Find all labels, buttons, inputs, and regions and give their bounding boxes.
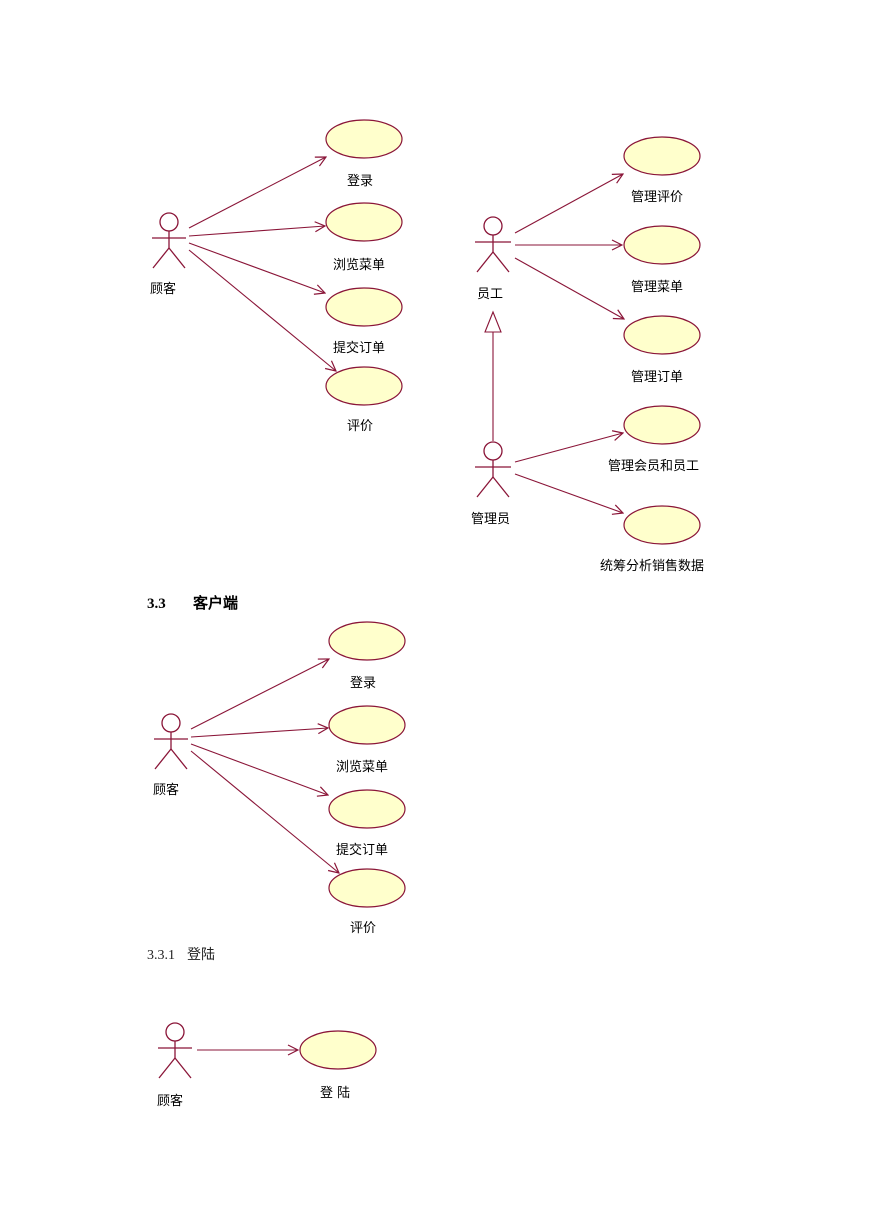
usecase-label-login-detail: 登 陆	[320, 1085, 350, 1101]
usecase-submit-order	[325, 287, 403, 327]
actor-label-admin: 管理员	[471, 512, 510, 527]
usecase-review	[325, 366, 403, 406]
actor-leg-right	[168, 247, 186, 269]
usecase-label-client-browse-menu: 浏览菜单	[336, 759, 388, 775]
actor-leg-left	[476, 251, 494, 273]
usecase-label-client-submit-order: 提交订单	[336, 842, 388, 858]
usecase-login	[325, 119, 403, 159]
actor-leg-right	[174, 1057, 192, 1079]
actor-label-staff: 员工	[477, 287, 503, 302]
association-admin-sales	[514, 473, 623, 513]
usecase-manage-menu	[623, 225, 701, 265]
usecase-manage-members-staff	[623, 405, 701, 445]
usecase-label-manage-menu: 管理菜单	[631, 280, 683, 295]
actor-leg-right	[170, 748, 188, 770]
actor-customer	[152, 212, 186, 269]
generalization-arrowhead	[484, 310, 502, 333]
usecase-label-login: 登录	[347, 174, 373, 189]
association-customer-order	[188, 242, 325, 293]
actor-label-customer-client: 顾客	[153, 782, 179, 798]
association-client-order	[190, 743, 328, 795]
usecase-label-review: 评价	[347, 419, 373, 434]
usecase-client-submit-order	[328, 789, 406, 829]
actor-head	[483, 216, 503, 236]
association-customer-login	[188, 157, 326, 229]
actor-label-customer-login: 顾客	[157, 1093, 183, 1109]
section-title: 客户端	[193, 596, 239, 612]
actor-leg-left	[154, 748, 172, 770]
usecase-manage-orders	[623, 315, 701, 355]
actor-label-customer: 顾客	[150, 281, 176, 297]
actor-head	[483, 441, 503, 461]
usecase-label-client-login: 登录	[350, 676, 376, 691]
association-client-review	[190, 750, 339, 873]
usecase-sales-analysis	[623, 505, 701, 545]
actor-leg-left	[152, 247, 170, 269]
actor-head	[165, 1022, 185, 1042]
subsection-title: 登陆	[187, 948, 215, 963]
actor-leg-right	[492, 476, 510, 498]
actor-head	[161, 713, 181, 733]
association-customer-review	[188, 249, 336, 371]
usecase-label-manage-orders: 管理订单	[631, 370, 683, 385]
subsection-heading: 3.3.1 登陆	[147, 944, 215, 964]
usecase-label-client-review: 评价	[350, 921, 376, 936]
association-client-login	[190, 659, 329, 730]
usecase-label-browse-menu: 浏览菜单	[333, 257, 385, 273]
actor-staff	[475, 216, 511, 273]
usecase-label-submit-order: 提交订单	[333, 340, 385, 356]
association-client-browse	[190, 728, 328, 738]
association-staff-orders	[514, 257, 624, 319]
usecase-label-sales-analysis: 统筹分析销售数据	[600, 558, 704, 574]
section-heading: 3.3 客户端	[147, 592, 238, 613]
usecase-label-manage-reviews: 管理评价	[631, 190, 683, 205]
usecase-browse-menu	[325, 202, 403, 242]
usecase-manage-reviews	[623, 136, 701, 176]
usecase-client-browse-menu	[328, 705, 406, 745]
actor-customer-login	[158, 1022, 192, 1079]
usecase-label-manage-members-staff: 管理会员和员工	[608, 459, 699, 474]
association-admin-members	[514, 433, 623, 463]
actor-leg-left	[476, 476, 494, 498]
usecase-login-detail	[299, 1030, 377, 1070]
subsection-number: 3.3.1	[147, 948, 175, 963]
actor-leg-left	[158, 1057, 176, 1079]
section-number: 3.3	[147, 596, 166, 612]
usecase-client-review	[328, 868, 406, 908]
actor-admin	[475, 441, 511, 498]
actor-customer-client	[154, 713, 188, 770]
association-staff-reviews	[514, 174, 623, 234]
usecase-client-login	[328, 621, 406, 661]
actor-head	[159, 212, 179, 232]
association-customer-browse	[188, 226, 325, 237]
actor-leg-right	[492, 251, 510, 273]
